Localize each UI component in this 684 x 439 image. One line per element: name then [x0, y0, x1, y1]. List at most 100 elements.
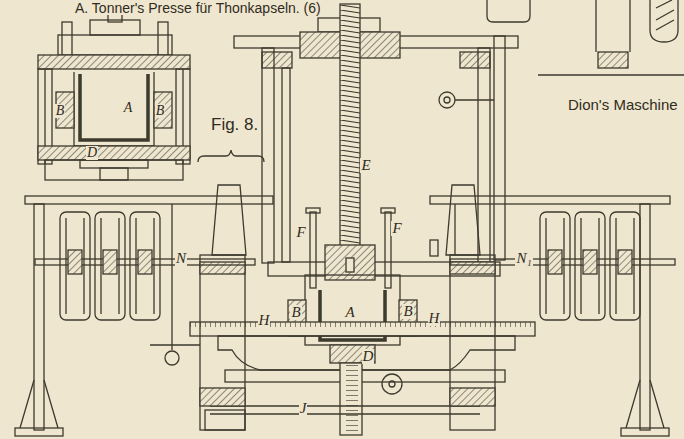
dion-machine-fragment — [538, 74, 684, 75]
brace — [198, 150, 264, 162]
small-press — [74, 72, 154, 146]
small-press — [80, 160, 148, 168]
drive-gear — [165, 351, 179, 365]
main-press — [346, 258, 354, 272]
dion-machine-fragment — [598, 52, 628, 68]
main-press — [262, 48, 274, 263]
small-press — [38, 146, 190, 160]
figure-title: Dion's Maschine — [567, 97, 679, 112]
figure-title: A. Tonner's Presse für Thonkapseln. (6) — [74, 1, 322, 15]
part-letter: A — [123, 101, 134, 115]
part-letter: N₁ — [515, 251, 532, 266]
main-press — [310, 212, 316, 288]
drive-gear — [540, 212, 570, 320]
small-press — [100, 168, 128, 180]
main-press — [268, 262, 500, 276]
main-press — [382, 374, 402, 394]
small-press — [58, 35, 172, 55]
drive-gear — [618, 250, 632, 274]
dion-machine-fragment — [629, 0, 630, 52]
small-press — [38, 10, 190, 180]
drive-gear — [548, 250, 562, 274]
main-press — [282, 68, 290, 262]
part-letter: B — [290, 305, 301, 320]
drive-gear — [621, 428, 669, 436]
drive-gear — [103, 250, 117, 274]
drive-gear — [171, 204, 172, 350]
main-press — [460, 52, 490, 68]
main-press — [200, 255, 245, 430]
drive-gear — [34, 204, 44, 430]
drive-gear — [95, 212, 125, 320]
small-press — [158, 22, 168, 58]
main-press — [340, 4, 360, 248]
main-press — [218, 336, 515, 370]
figure-number: Fig. 8. — [210, 116, 259, 133]
main-press — [340, 363, 362, 435]
part-letter: A — [344, 305, 355, 320]
part-letter: N — [175, 251, 187, 266]
main-press — [262, 52, 292, 68]
main-press — [444, 97, 450, 103]
drive-gear — [60, 212, 90, 320]
part-letter: E — [360, 158, 371, 173]
drive-gear — [610, 212, 640, 320]
main-press — [455, 99, 494, 100]
part-letter: D — [86, 146, 98, 160]
main-press — [190, 322, 535, 336]
main-press — [385, 212, 391, 288]
part-letter: F — [391, 221, 402, 236]
main-press — [381, 208, 395, 213]
drive-gear — [454, 204, 455, 255]
dion-machine-fragment — [650, 0, 678, 42]
drive-gear — [66, 218, 154, 314]
part-letter: F — [295, 225, 306, 240]
drive-gear — [15, 196, 675, 436]
drive-gear — [430, 196, 670, 204]
part-letter: H — [428, 311, 441, 326]
main-press — [306, 208, 320, 213]
main-press — [225, 370, 505, 382]
main-press — [210, 413, 480, 414]
main-press — [450, 388, 495, 406]
drive-gear — [640, 204, 650, 430]
main-press — [494, 36, 505, 260]
dion-machine-fragment — [487, 0, 684, 75]
part-letter: B — [402, 304, 413, 319]
drive-gear — [138, 250, 152, 274]
small-press — [62, 22, 72, 58]
small-press — [90, 20, 140, 35]
dion-machine-fragment — [656, 0, 674, 30]
drive-gear — [25, 196, 273, 204]
part-letter: D — [362, 349, 375, 364]
drive-gear — [150, 344, 200, 345]
small-press — [45, 160, 183, 180]
machine-lines — [15, 0, 684, 436]
main-press — [389, 381, 395, 387]
main-press — [200, 388, 245, 406]
dion-machine-fragment — [595, 0, 596, 52]
part-letter: B — [155, 104, 166, 118]
small-press — [38, 55, 190, 69]
small-press — [80, 74, 148, 140]
drive-gear — [546, 218, 634, 314]
drive-gear — [626, 380, 664, 428]
drive-gear — [205, 410, 245, 430]
part-letter: B — [55, 104, 66, 118]
part-letter: H — [258, 313, 271, 328]
main-press — [210, 405, 480, 406]
small-press — [154, 92, 172, 128]
main-press — [330, 345, 375, 363]
main-press — [450, 255, 495, 430]
main-press — [450, 262, 495, 274]
main-press — [478, 48, 490, 263]
drive-gear — [20, 380, 58, 428]
drive-gear — [15, 428, 63, 436]
main-press — [430, 240, 438, 256]
drive-gear — [68, 250, 82, 274]
dion-machine-fragment — [487, 0, 530, 22]
main-press — [190, 4, 535, 435]
drive-gear — [130, 212, 160, 320]
